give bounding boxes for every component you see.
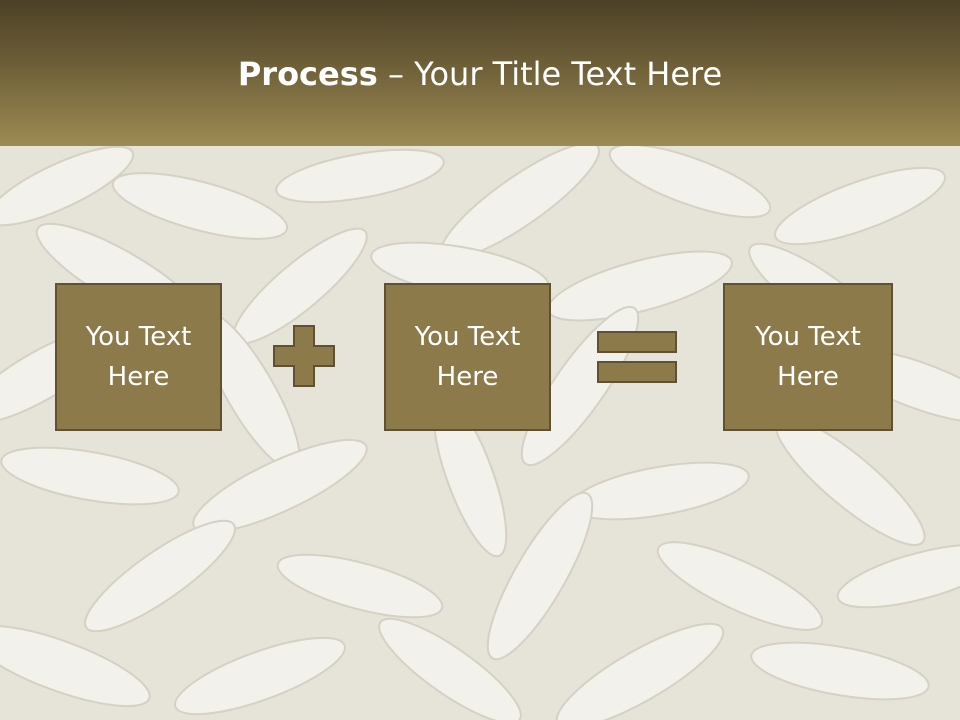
slide-title: Process – Your Title Text Here [0,52,960,96]
title-bold-text: Process [237,55,378,93]
process-box-3[interactable]: You Text Here [723,283,893,431]
process-box-1[interactable]: You Text Here [55,283,222,431]
title-regular-text: – Your Title Text Here [377,55,723,93]
process-box-1-text: You Text Here [85,322,192,392]
process-box-3-text: You Text Here [755,322,861,392]
equals-icon [597,331,677,383]
rice-background-image [0,146,960,720]
process-box-2[interactable]: You Text Here [384,283,551,431]
plus-icon [273,325,335,387]
process-box-2-text: You Text Here [414,322,521,392]
title-bar: Process – Your Title Text Here [0,0,960,146]
